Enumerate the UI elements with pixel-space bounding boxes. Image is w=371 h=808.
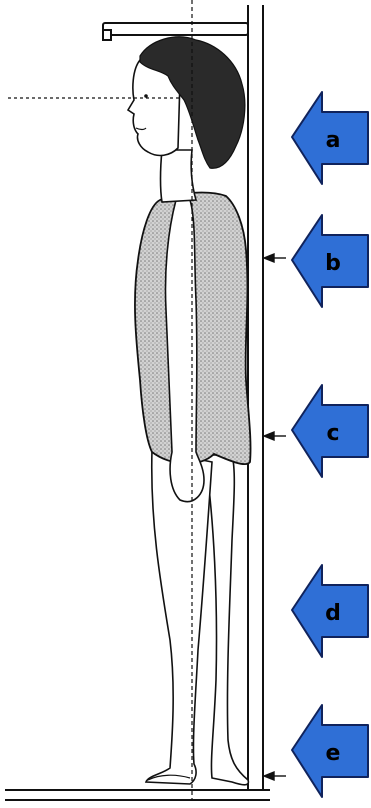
marker-arrows: a b c d e — [292, 92, 368, 797]
arrow-a: a — [292, 92, 368, 184]
arrow-d: d — [292, 565, 368, 657]
arrow-e: e — [292, 705, 368, 797]
arrow-c: c — [292, 385, 368, 477]
arrow-label-c: c — [326, 421, 339, 446]
arrow-label-d: d — [325, 601, 341, 626]
arrow-label-e: e — [326, 741, 341, 766]
neck — [161, 150, 197, 202]
floor — [5, 790, 270, 800]
back-leg — [205, 455, 248, 785]
wall — [248, 5, 263, 790]
standing-figure — [128, 37, 251, 785]
arrow-label-a: a — [326, 128, 341, 153]
arrow-b: b — [292, 215, 368, 307]
arrow-label-b: b — [325, 251, 341, 276]
wall-pointers — [264, 254, 286, 780]
